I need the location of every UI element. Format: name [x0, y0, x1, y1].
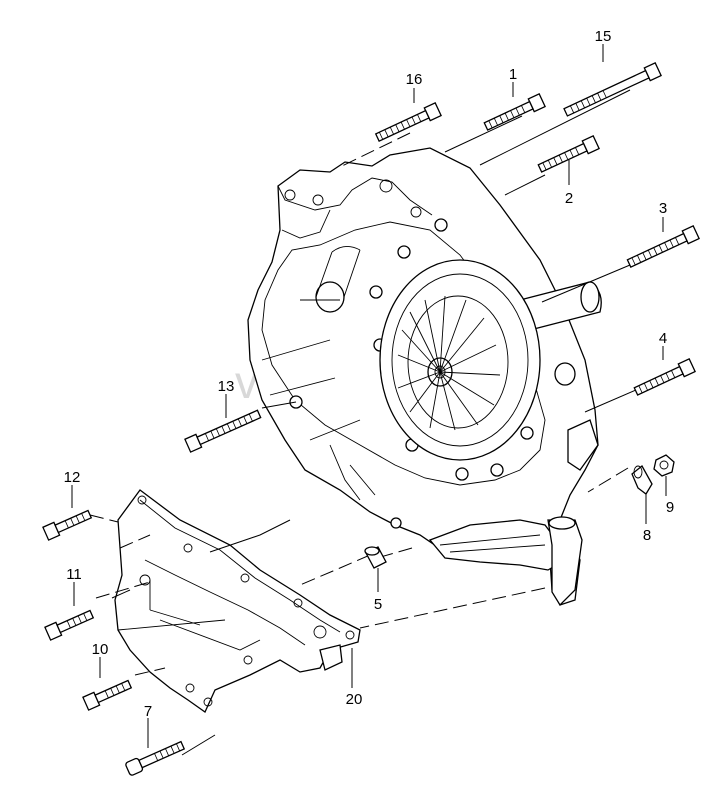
callout-3: 3	[659, 200, 667, 217]
callout-7: 7	[144, 703, 152, 720]
bolt-13	[184, 409, 262, 453]
washer-8	[631, 465, 653, 495]
bolt-15	[563, 61, 662, 117]
callout-5: 5	[374, 596, 382, 613]
callout-13: 13	[218, 378, 235, 395]
dowel-sleeve-5	[364, 546, 387, 569]
callout-1: 1	[509, 66, 517, 83]
nut-9	[653, 454, 675, 477]
bolt-16	[374, 101, 442, 143]
callout-4: 4	[659, 330, 667, 347]
gasket-plate	[114, 489, 361, 713]
bolt-10	[82, 679, 133, 711]
callout-9: 9	[666, 499, 674, 516]
bolt-11	[44, 609, 95, 641]
callout-labels: 16 1 15 2 3 4 13 12 11 10 7 5 8 9 20	[64, 28, 675, 720]
callout-15: 15	[595, 28, 612, 45]
callout-12: 12	[64, 469, 81, 486]
callout-10: 10	[92, 641, 109, 658]
bolt-12	[42, 509, 93, 541]
bolt-7	[125, 740, 186, 776]
bolt-1	[483, 92, 546, 131]
bolt-2	[537, 134, 600, 173]
bolt-3	[626, 224, 700, 268]
callout-leaders	[71, 44, 667, 748]
callout-16: 16	[406, 71, 423, 88]
callout-20: 20	[346, 691, 363, 708]
assembly-lines	[89, 89, 637, 756]
callout-8: 8	[643, 527, 651, 544]
bolt-4	[633, 357, 696, 396]
callout-11: 11	[66, 566, 82, 583]
callout-2: 2	[565, 190, 573, 207]
transmission-housing	[247, 147, 602, 607]
